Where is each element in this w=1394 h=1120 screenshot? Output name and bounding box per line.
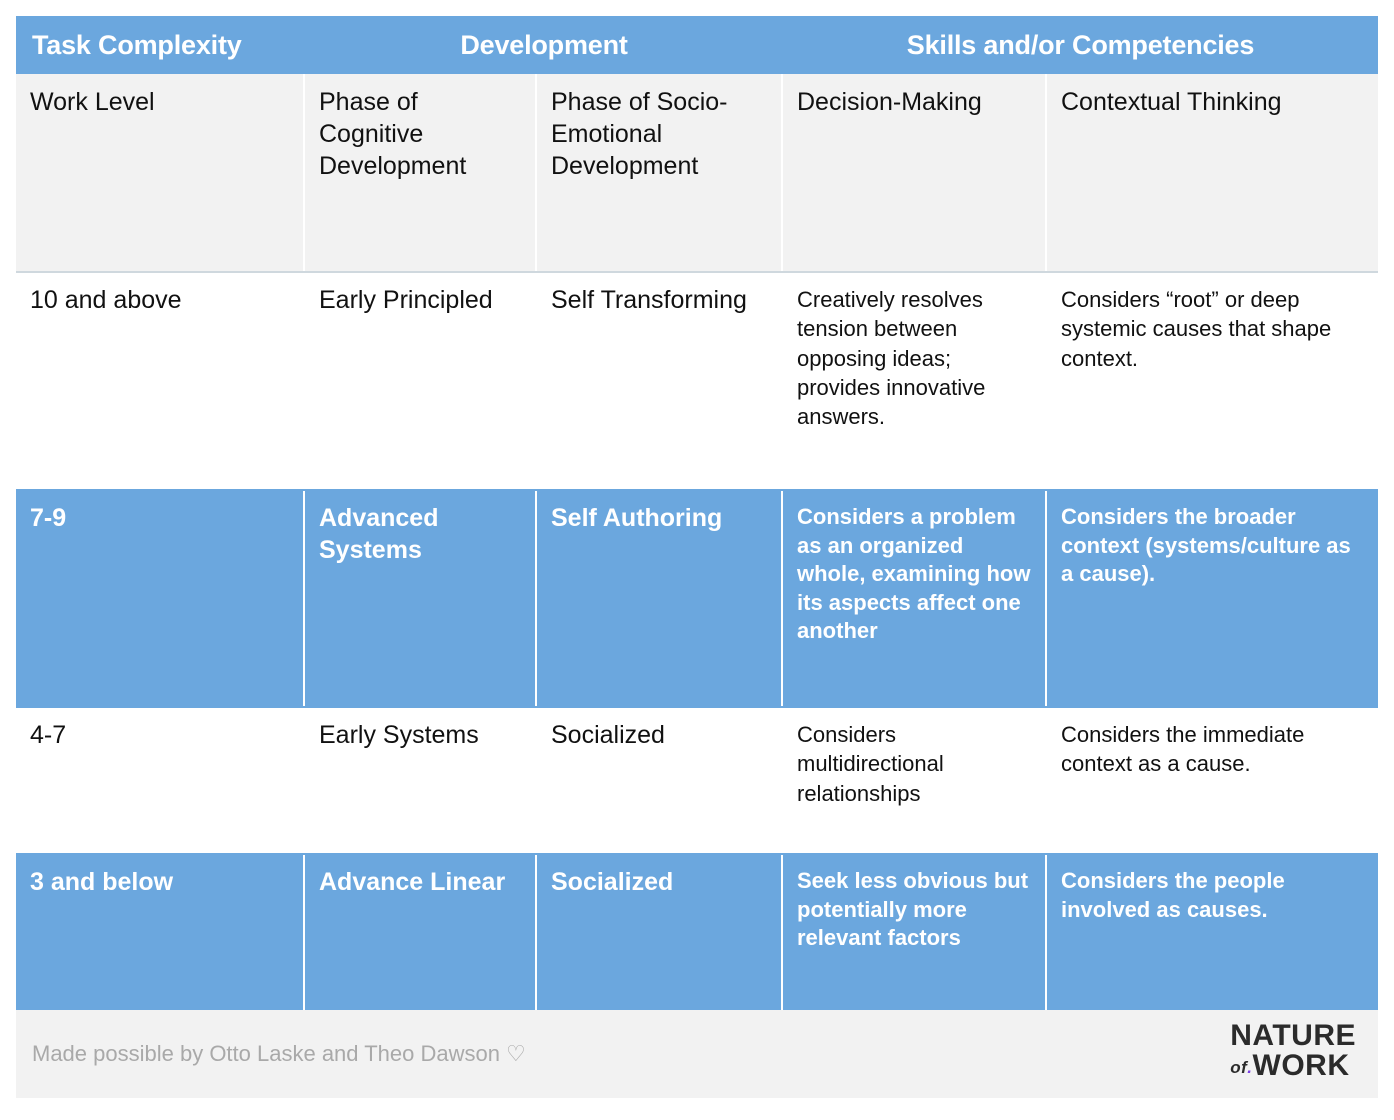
cell-work-level: 3 and below — [16, 855, 305, 1010]
nature-of-work-logo: NATURE of.WORK — [1230, 1019, 1356, 1082]
logo-of: of — [1230, 1057, 1248, 1077]
cell-cognitive: Advanced Systems — [305, 491, 537, 706]
cell-decision-making: Creatively resolves tension between oppo… — [783, 273, 1047, 489]
column-header-row: Work Level Phase of Cognitive Developmen… — [16, 74, 1378, 271]
cell-work-level: 7-9 — [16, 491, 305, 706]
cell-socio-emotional: Self Transforming — [537, 273, 783, 489]
table-row: 7-9 Advanced Systems Self Authoring Cons… — [16, 491, 1378, 706]
matrix-table: Work Level Phase of Cognitive Developmen… — [16, 74, 1378, 1010]
cell-contextual-thinking: Considers the immediate context as a cau… — [1047, 708, 1378, 853]
cell-work-level: 10 and above — [16, 273, 305, 489]
footer: Made possible by Otto Laske and Theo Daw… — [16, 1010, 1378, 1098]
logo-line-nature: NATURE — [1230, 1019, 1356, 1052]
table-row: 3 and below Advance Linear Socialized Se… — [16, 855, 1378, 1010]
cell-cognitive: Early Principled — [305, 273, 537, 489]
table-row: 10 and above Early Principled Self Trans… — [16, 273, 1378, 489]
table-row: 4-7 Early Systems Socialized Considers m… — [16, 708, 1378, 853]
logo-dot: . — [1247, 1057, 1253, 1077]
row-divider — [16, 853, 1378, 855]
column-header-contextual-thinking: Contextual Thinking — [1047, 74, 1378, 271]
group-header-task-complexity: Task Complexity — [32, 29, 242, 60]
column-header-cognitive-development: Phase of Cognitive Development — [305, 74, 537, 271]
group-header-row: Task Complexity Development Skills and/o… — [16, 16, 1378, 74]
group-header-development: Development — [460, 29, 628, 60]
cell-decision-making: Seek less obvious but potentially more r… — [783, 855, 1047, 1010]
cell-work-level: 4-7 — [16, 708, 305, 853]
cell-contextual-thinking: Considers “root” or deep systemic causes… — [1047, 273, 1378, 489]
header-divider — [16, 271, 1378, 273]
cell-decision-making: Considers a problem as an organized whol… — [783, 491, 1047, 706]
group-header-skills-competencies: Skills and/or Competencies — [906, 29, 1255, 60]
column-header-socio-emotional-development: Phase of Socio-Emotional Development — [537, 74, 783, 271]
cell-socio-emotional: Socialized — [537, 708, 783, 853]
column-header-decision-making: Decision-Making — [783, 74, 1047, 271]
cell-cognitive: Advance Linear — [305, 855, 537, 1010]
cell-contextual-thinking: Considers the people involved as causes. — [1047, 855, 1378, 1010]
logo-line-work: of.WORK — [1230, 1048, 1356, 1082]
row-divider — [16, 706, 1378, 708]
cell-socio-emotional: Self Authoring — [537, 491, 783, 706]
cell-cognitive: Early Systems — [305, 708, 537, 853]
cell-decision-making: Considers multidirectional relationships — [783, 708, 1047, 853]
cell-socio-emotional: Socialized — [537, 855, 783, 1010]
logo-work-text: WORK — [1252, 1048, 1350, 1082]
cell-contextual-thinking: Considers the broader context (systems/c… — [1047, 491, 1378, 706]
heart-icon: ♡ — [505, 1041, 526, 1066]
credit-text: Made possible by Otto Laske and Theo Daw… — [32, 1041, 500, 1066]
column-header-work-level: Work Level — [16, 74, 305, 271]
row-divider — [16, 489, 1378, 491]
